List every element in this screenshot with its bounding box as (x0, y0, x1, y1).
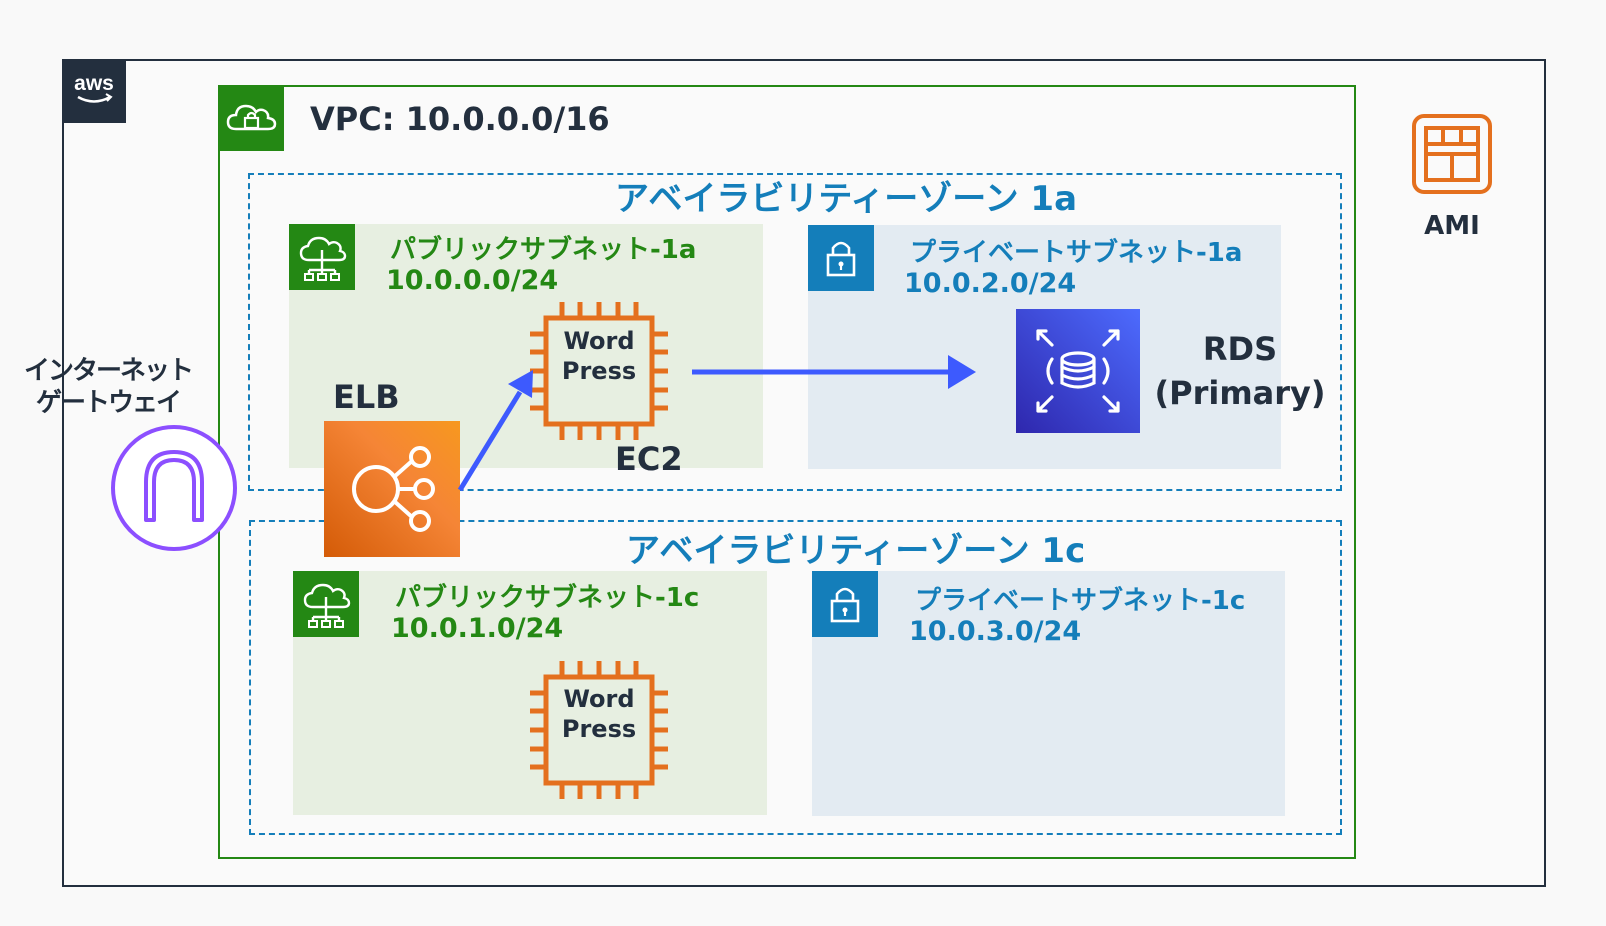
ami-label: AMI (1424, 211, 1480, 241)
public-subnet-1c-name: パブリックサブネット-1c (395, 583, 700, 613)
private-subnet-1a-name: プライベートサブネット-1a (910, 238, 1243, 268)
private-subnet-1a-cidr: 10.0.2.0/24 (904, 268, 1077, 299)
ec2-1a-label-line2: Press (561, 357, 637, 385)
private-subnet-1c (812, 571, 1285, 816)
availability-zone-1c (249, 520, 1342, 835)
internet-gateway-label-line1: インターネット (23, 356, 194, 386)
ec2-chip-icon (530, 661, 668, 799)
public-subnet-1a-cidr: 10.0.0.0/24 (386, 265, 559, 296)
private-subnet-1c-cidr: 10.0.3.0/24 (909, 616, 1082, 647)
vpc-cloud-lock-icon (218, 85, 284, 151)
ec2-1c-label-line1: Word (563, 685, 635, 713)
ec2-1a-label: Word Press (526, 326, 672, 386)
private-subnet-lock-icon (812, 571, 878, 637)
private-subnet-1c-name: プライベートサブネット-1c (915, 586, 1246, 616)
vpc-title: VPC: 10.0.0.0/16 (310, 100, 610, 138)
public-subnet-cloud-icon (293, 571, 359, 637)
az-1a-title: アベイラビリティーゾーン 1a (615, 179, 1078, 219)
elb-icon (324, 421, 460, 557)
public-subnet-cloud-icon (289, 224, 355, 290)
aws-logo-text: aws (74, 72, 114, 95)
ami-icon (1412, 114, 1492, 194)
aws-logo-icon: aws (74, 72, 114, 103)
public-subnet-1a-name: パブリックサブネット-1a (390, 235, 697, 265)
rds-database-icon (1016, 309, 1140, 433)
aws-logo: aws (62, 59, 126, 123)
internet-gateway-label: インターネット ゲートウェイ (20, 355, 196, 419)
az-1c-title: アベイラビリティーゾーン 1c (626, 531, 1086, 571)
internet-gateway-label-line2: ゲートウェイ (35, 388, 182, 418)
ec2-1a-label-line1: Word (563, 327, 635, 355)
rds-label-line1: RDS (1202, 330, 1278, 368)
ec2-1c-label: Word Press (526, 684, 672, 744)
ec2-caption: EC2 (615, 440, 683, 478)
ec2-chip-icon (530, 302, 668, 440)
public-subnet-1c-cidr: 10.0.1.0/24 (391, 613, 564, 644)
internet-gateway-icon (111, 425, 237, 551)
ec2-1c-label-line2: Press (561, 715, 637, 743)
private-subnet-lock-icon (808, 225, 874, 291)
availability-zone-1a (248, 173, 1342, 491)
elb-caption: ELB (333, 378, 400, 416)
rds-label: RDS (Primary) (1150, 327, 1330, 415)
rds-label-line2: (Primary) (1154, 374, 1326, 412)
